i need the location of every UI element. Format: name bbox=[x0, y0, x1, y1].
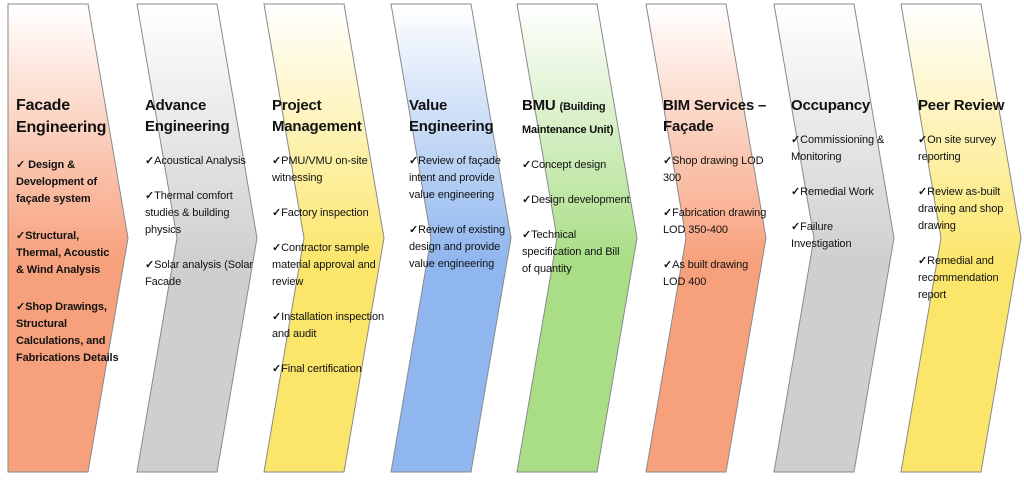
chevron-shape bbox=[900, 3, 1022, 473]
stage-item: ✓Remedial Work bbox=[791, 186, 874, 198]
stage-item: ✓Concept design bbox=[522, 159, 607, 171]
check-icon: ✓ bbox=[272, 207, 282, 219]
stage-title: Project Management bbox=[272, 97, 362, 135]
stage-item: ✓Failure Investigation bbox=[791, 221, 852, 250]
stage-item: ✓Remedial and recommendation report bbox=[918, 255, 999, 301]
chevron-shape bbox=[516, 3, 638, 473]
check-icon: ✓ bbox=[522, 194, 532, 206]
stage-item: ✓Review of existing design and provide v… bbox=[409, 224, 505, 270]
stage-item: ✓On site survey reporting bbox=[918, 134, 997, 163]
stage-project-management: Project Management ✓PMU/VMU on-site witn… bbox=[272, 95, 384, 396]
chevron-shape bbox=[645, 3, 767, 473]
stage-title: Advance Engineering bbox=[145, 97, 230, 135]
stage-facade-engineering: Facade Engineering ✓ Design & Developmen… bbox=[16, 95, 120, 387]
stage-item: ✓Contractor sample material approval and… bbox=[272, 242, 376, 288]
stage-item: ✓PMU/VMU on-site witnessing bbox=[272, 155, 368, 184]
chevron-shape bbox=[136, 3, 258, 473]
chevron-shape bbox=[263, 3, 385, 473]
check-icon: ✓ bbox=[522, 159, 532, 171]
stage-item: ✓Commissioning & Monitoring bbox=[791, 134, 885, 163]
check-icon: ✓ bbox=[522, 229, 532, 241]
stage-item: ✓Acoustical Analysis bbox=[145, 155, 246, 167]
stage-bim-services: BIM Services – Façade ✓Shop drawing LOD … bbox=[663, 95, 767, 309]
check-icon: ✓ bbox=[791, 186, 801, 198]
stage-item: ✓As built drawing LOD 400 bbox=[663, 259, 749, 288]
stage-title: BMU (Building Maintenance Unit) bbox=[522, 97, 614, 136]
check-icon: ✓ bbox=[663, 155, 673, 167]
check-icon: ✓ bbox=[791, 221, 801, 233]
check-icon: ✓ bbox=[409, 155, 419, 167]
stage-title: Peer Review bbox=[918, 97, 1005, 114]
stage-item: ✓Review as-built drawing and shop drawin… bbox=[918, 186, 1004, 232]
stage-title: BIM Services – Façade bbox=[663, 97, 767, 135]
stage-item: ✓Structural, Thermal, Acoustic & Wind An… bbox=[16, 230, 110, 276]
check-icon: ✓ bbox=[918, 186, 928, 198]
check-icon: ✓ bbox=[16, 301, 26, 313]
check-icon: ✓ bbox=[16, 230, 26, 242]
stage-occupancy: Occupancy ✓Commissioning & Monitoring ✓R… bbox=[791, 95, 891, 271]
check-icon: ✓ bbox=[663, 259, 673, 271]
stage-peer-review: Peer Review ✓On site survey reporting ✓R… bbox=[918, 95, 1014, 322]
check-icon: ✓ bbox=[409, 224, 419, 236]
stage-advance-engineering: Advance Engineering ✓Acoustical Analysis… bbox=[145, 95, 257, 309]
stage-bmu: BMU (Building Maintenance Unit) ✓Concept… bbox=[522, 95, 630, 296]
stage-item: ✓Final certification bbox=[272, 363, 362, 375]
stage-item: ✓ Design & Development of façade system bbox=[16, 159, 98, 205]
chevron-shape bbox=[773, 3, 895, 473]
stage-item: ✓Factory inspection bbox=[272, 207, 369, 219]
chevron-shape bbox=[390, 3, 512, 473]
check-icon: ✓ bbox=[272, 311, 282, 323]
chevron-shape bbox=[7, 3, 129, 473]
stage-item: ✓Fabrication drawing LOD 350-400 bbox=[663, 207, 767, 236]
stage-subtitle: (Building Maintenance Unit) bbox=[522, 101, 614, 136]
stage-item: ✓Review of façade intent and provide val… bbox=[409, 155, 501, 201]
stage-item: ✓Installation inspection and audit bbox=[272, 311, 385, 340]
check-icon: ✓ bbox=[918, 134, 928, 146]
check-icon: ✓ bbox=[145, 259, 155, 271]
stage-item: ✓Technical specification and Bill of qua… bbox=[522, 229, 620, 275]
stage-item: ✓Shop drawing LOD 300 bbox=[663, 155, 764, 184]
stage-title: Occupancy bbox=[791, 97, 871, 114]
check-icon: ✓ bbox=[272, 363, 282, 375]
check-icon: ✓ bbox=[145, 155, 155, 167]
check-icon: ✓ bbox=[272, 242, 282, 254]
stage-item: ✓Thermal comfort studies & building phys… bbox=[145, 190, 233, 236]
stage-title: Value Engineering bbox=[409, 97, 494, 135]
stage-item: ✓Design development bbox=[522, 194, 630, 206]
stage-item: ✓Solar analysis (Solar Facade bbox=[145, 259, 253, 288]
check-icon: ✓ bbox=[918, 255, 928, 267]
stage-title: Facade Engineering bbox=[16, 97, 107, 136]
stage-value-engineering: Value Engineering ✓Review of façade inte… bbox=[409, 95, 509, 291]
check-icon: ✓ bbox=[791, 134, 801, 146]
check-icon: ✓ bbox=[145, 190, 155, 202]
stage-item: ✓Shop Drawings, Structural Calculations,… bbox=[16, 301, 119, 364]
check-icon: ✓ bbox=[663, 207, 673, 219]
check-icon: ✓ bbox=[16, 159, 26, 171]
check-icon: ✓ bbox=[272, 155, 282, 167]
